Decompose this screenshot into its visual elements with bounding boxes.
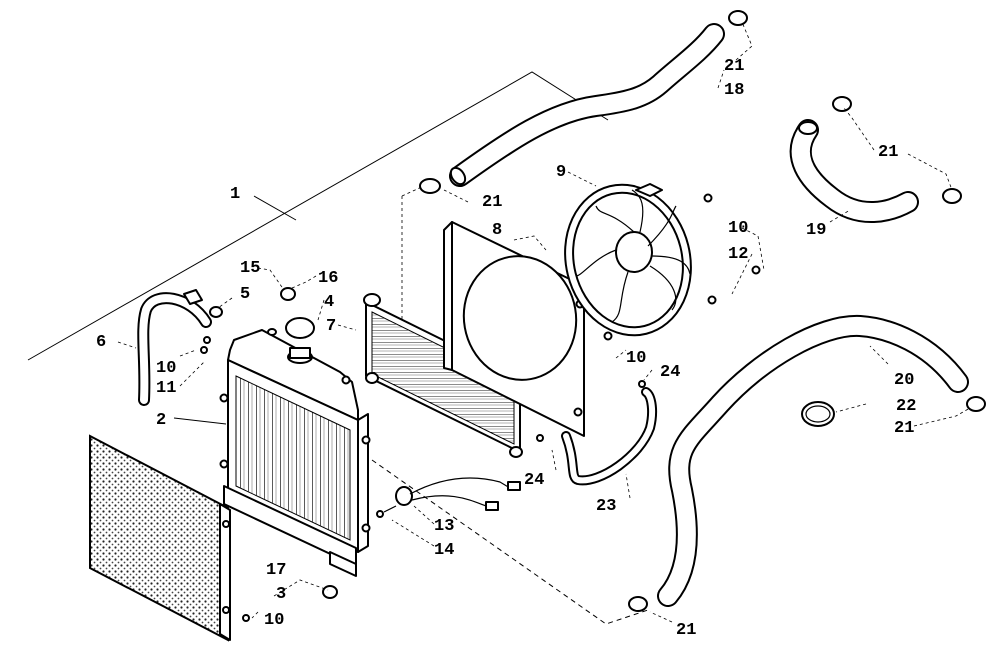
- upper-hose: [449, 23, 725, 187]
- callout-21-upper-hose: 21: [724, 57, 744, 76]
- callout-21-bottom: 21: [676, 621, 696, 640]
- callout-9: 9: [556, 163, 566, 182]
- callout-10-shroud: 10: [626, 349, 646, 368]
- callout-14: 14: [434, 541, 454, 560]
- callout-18: 18: [724, 81, 744, 100]
- callout-7: 7: [326, 317, 336, 336]
- callout-2: 2: [156, 411, 166, 430]
- callout-4: 4: [324, 293, 334, 312]
- callout-21-left: 21: [482, 193, 502, 212]
- callout-5: 5: [240, 285, 250, 304]
- callout-8: 8: [492, 221, 502, 240]
- callout-17: 17: [266, 561, 286, 580]
- callout-13: 13: [434, 517, 454, 536]
- radiator-screen: [89, 434, 231, 642]
- callout-10-left: 10: [156, 359, 176, 378]
- callout-21-right: 21: [878, 143, 898, 162]
- callout-6: 6: [96, 333, 106, 352]
- crossover-hose: [789, 119, 919, 223]
- radiator: [219, 328, 371, 577]
- fan-shroud: [443, 221, 585, 437]
- callout-24-upper: 24: [660, 363, 680, 382]
- small-fittings: [183, 287, 338, 622]
- callout-1: 1: [230, 185, 240, 204]
- cooling-fan: [564, 183, 761, 341]
- callout-16: 16: [318, 269, 338, 288]
- callout-3: 3: [276, 585, 286, 604]
- hose-clamps: [419, 10, 986, 612]
- callout-23: 23: [596, 497, 616, 516]
- overflow-hose: [137, 292, 212, 406]
- callout-19: 19: [806, 221, 826, 240]
- callout-10-screen: 10: [264, 611, 284, 630]
- callout-10-fan: 10: [728, 219, 748, 238]
- leader-lines: [117, 21, 971, 623]
- drain-hose: [536, 380, 658, 486]
- callout-20: 20: [894, 371, 914, 390]
- callout-labels: 1 2 3 4 5 6 7 8 9 10 10 10 10 11 12 13 1…: [96, 57, 916, 640]
- callout-12: 12: [728, 245, 748, 264]
- callout-15: 15: [240, 259, 260, 278]
- callout-11: 11: [156, 379, 176, 398]
- callout-24-lower: 24: [524, 471, 544, 490]
- callout-21-lower: 21: [894, 419, 914, 438]
- wiring-harness: [376, 477, 521, 518]
- callout-22: 22: [896, 397, 916, 416]
- lower-hose: [657, 314, 969, 607]
